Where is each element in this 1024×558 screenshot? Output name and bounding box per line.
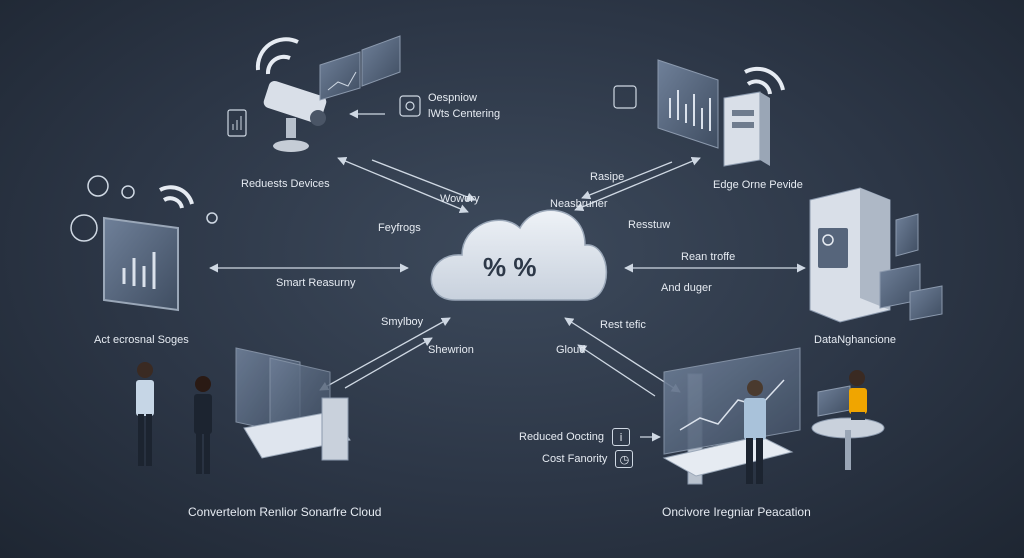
arrow-bottom-right-inner (577, 344, 656, 397)
clock-icon: ◷ (615, 450, 634, 468)
team-vr-station (136, 347, 351, 474)
label-feyfrogs: Feyfrogs (378, 222, 421, 234)
label-smylboy: Smylboy (381, 316, 424, 328)
arrow-top-right-inner (581, 161, 673, 200)
label-iwts-centering: lWts Centering (428, 108, 501, 120)
info-icon: i (612, 428, 630, 446)
label-shewrion: Shewrion (428, 344, 474, 356)
analysts-workstation (662, 347, 885, 485)
arrow-top-left-inner (371, 159, 476, 202)
overview-icon (399, 95, 421, 117)
label-neasbruner: Neasbruner (550, 198, 608, 210)
legend-label-reduced: Reduced Oocting (519, 431, 604, 443)
label-rast-tefic: Rest tefic (600, 319, 646, 331)
legend-label-cost: Cost Fanority (542, 453, 608, 465)
arrow-bottom-left-inner (344, 337, 433, 389)
security-camera (227, 35, 401, 152)
label-act-ecrosnal-soges: Act ecrosnal Soges (94, 334, 189, 346)
label-covertelom: Convertelom Renlior Sonarfre Cloud (188, 505, 382, 519)
arrow-bottom-left (319, 317, 451, 391)
person-woman-right (849, 370, 867, 420)
label-oncivore: Oncivore Iregniar Peacation (662, 505, 811, 519)
label-data-nghancione: DataNghancione (814, 334, 896, 346)
label-reduests-devices: Reduests Devices (241, 178, 330, 190)
legend-reduced-oocting: Reduced Oocting i (519, 428, 630, 446)
label-raspe: Rasipe (590, 171, 625, 183)
label-edge-provide: Edge Orne Pevide (713, 179, 803, 191)
edge-server (613, 59, 785, 167)
dashboard-tablet (70, 175, 218, 312)
label-and-duger: And duger (661, 282, 712, 294)
label-wowery: Wowery (440, 193, 480, 205)
label-gloud: Gloud (556, 344, 586, 356)
central-cloud (430, 209, 608, 301)
person-woman-left (194, 376, 212, 474)
legend-cost-fanority: Cost Fanority ◷ (542, 450, 634, 468)
label-rasstuw: Resstuw (628, 219, 671, 231)
label-overview: Oespniow (428, 92, 477, 104)
camera-screens (319, 35, 401, 101)
arrow-top-right (574, 156, 701, 212)
label-rasan-troffe: Rean troffe (681, 251, 736, 263)
person-man-left (136, 362, 154, 466)
data-server (809, 187, 943, 323)
cloud-symbol: % % (483, 252, 537, 282)
person-man-right (744, 380, 766, 484)
arrow-top-left (337, 156, 469, 214)
label-smart-reasurny: Smart Reasurny (276, 277, 356, 289)
arrow-bottom-right (564, 317, 681, 393)
connection-arrows (209, 109, 806, 442)
